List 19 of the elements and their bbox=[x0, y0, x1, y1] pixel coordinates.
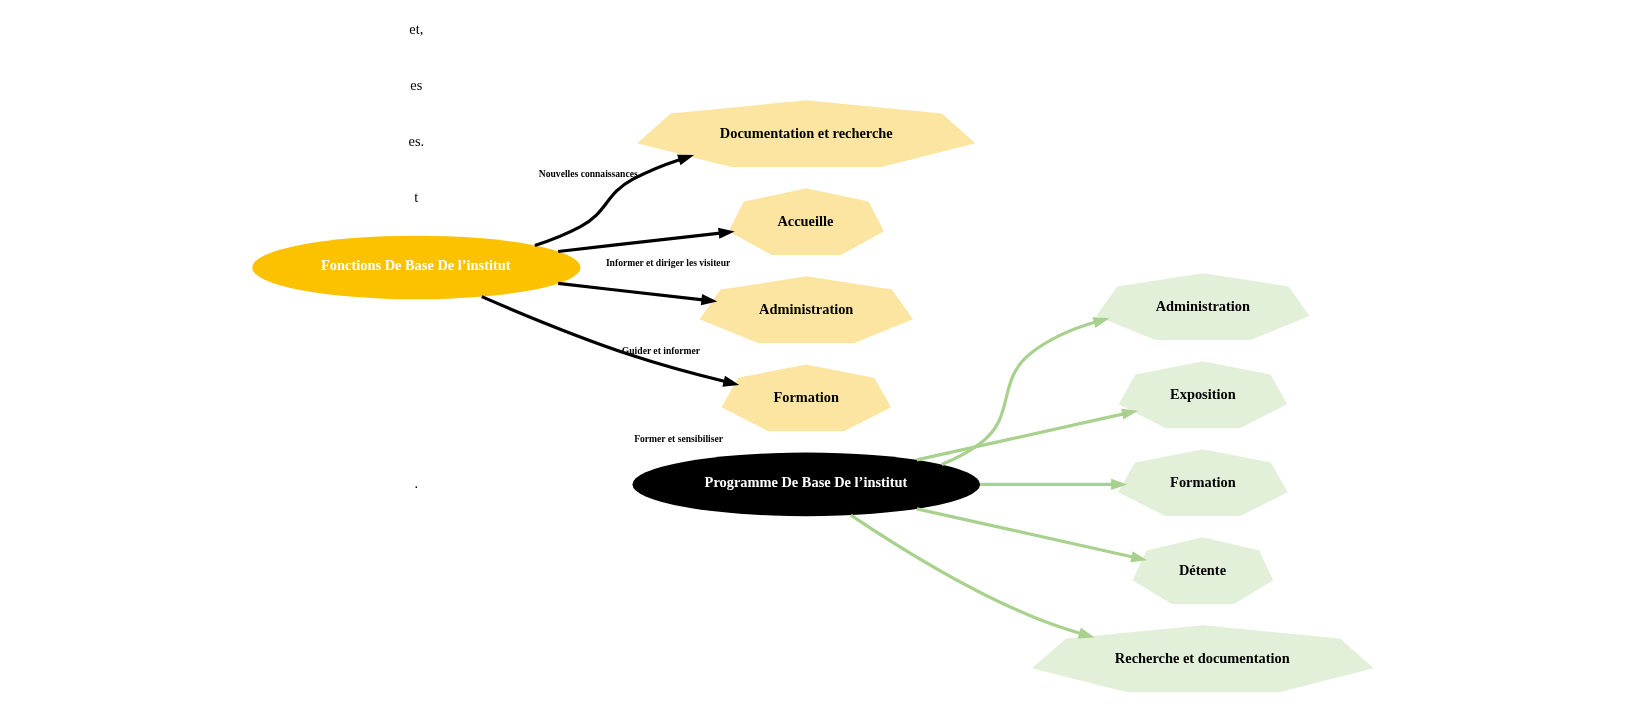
arrow bbox=[980, 478, 1128, 490]
arrow bbox=[916, 408, 1138, 462]
label: es bbox=[410, 77, 423, 94]
arrow bbox=[558, 281, 718, 306]
label: . bbox=[414, 474, 419, 491]
label: es. bbox=[408, 133, 425, 150]
node-label: Former et sensibiliser bbox=[634, 432, 724, 444]
arrow bbox=[557, 227, 735, 254]
node-ellipse: Fonctions De Base De l’institut bbox=[252, 235, 581, 300]
arrow bbox=[916, 507, 1148, 563]
arrow bbox=[849, 513, 1095, 639]
node-label: Nouvelles connaissances bbox=[538, 168, 638, 180]
arrow bbox=[481, 295, 740, 387]
arrow bbox=[941, 317, 1110, 466]
label: t bbox=[414, 189, 419, 206]
arrow bbox=[534, 154, 695, 248]
label: et, bbox=[409, 21, 424, 38]
node-ellipse: Programme De Base De l’institut bbox=[632, 452, 981, 517]
node-label: Informer et diriger les visiteur bbox=[605, 256, 731, 268]
